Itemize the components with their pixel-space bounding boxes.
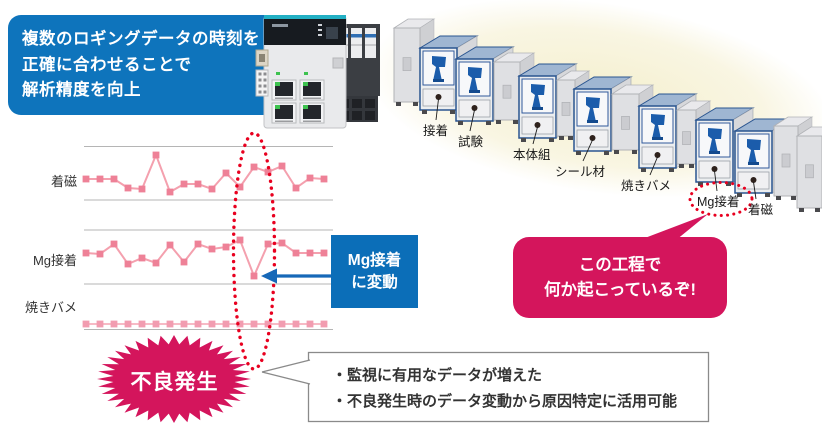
- notes-box: ・監視に有用なデータが増えた ・不良発生時のデータ変動から原因特定に活用可能: [308, 352, 709, 422]
- machine-label-shrink-fit: 焼きバメ: [621, 179, 672, 193]
- machine-label-body-assembly: 本体組: [513, 148, 551, 162]
- speech-bubble-line-2: 何か起こっているぞ!: [543, 280, 696, 299]
- speech-bubble: この工程で 何か起こっているぞ!: [513, 237, 727, 318]
- variation-arrow: [261, 268, 331, 284]
- speech-bubble-line-1: この工程で: [578, 255, 662, 274]
- robot-icon: [468, 67, 482, 92]
- robot-icon: [586, 97, 600, 122]
- robot-icon: [651, 114, 665, 139]
- machine-label-seal-material: シール材: [555, 165, 606, 179]
- headline-line-3: 解析精度を向上: [22, 81, 141, 100]
- headline-line-2: 正確に合わせることで: [22, 55, 192, 74]
- robot-icon: [708, 128, 722, 153]
- machine-label-mg-bonding: Mg接着: [697, 195, 740, 209]
- variation-callout-line-1: Mg接着: [347, 251, 402, 269]
- headline-banner-bg: [8, 15, 290, 115]
- chart-row-label-shrink-fit: 焼きバメ: [24, 300, 77, 315]
- notes-box-frame: [261, 351, 710, 423]
- notes-bullet-1: ・監視に有用なデータが増えた: [332, 367, 543, 384]
- machine-label-bonding: 接着: [423, 124, 449, 138]
- robot-icon: [432, 56, 446, 81]
- machine-label-test: 試験: [458, 135, 484, 149]
- robot-icon: [531, 84, 545, 109]
- line-cabinet: [795, 126, 822, 212]
- chart-row-label-magnetizing: 着磁: [50, 174, 77, 189]
- headline-line-1: 複数のロギングデータの時刻を: [22, 30, 260, 48]
- variation-callout-line-2: に変動: [351, 273, 398, 291]
- defect-burst-label: 不良発生: [130, 371, 219, 394]
- machine-label-leaders: [435, 98, 757, 200]
- trend-chart: [82, 146, 333, 330]
- process-highlight-ellipse: [688, 181, 754, 217]
- plc-device: [255, 15, 380, 129]
- robot-icon: [747, 139, 761, 164]
- chart-highlight-ellipse: [231, 131, 277, 371]
- headline-banner: 複数のロギングデータの時刻を 正確に合わせることで 解析精度を向上: [22, 27, 272, 104]
- machine-label-magnetizing: 着磁: [748, 203, 774, 217]
- variation-callout: Mg接着 に変動: [331, 235, 418, 308]
- notes-bullet-2: ・不良発生時のデータ変動から原因特定に活用可能: [332, 392, 678, 410]
- chart-row-label-mg-bonding: Mg接着: [32, 253, 77, 268]
- defect-burst-shape: [97, 335, 251, 423]
